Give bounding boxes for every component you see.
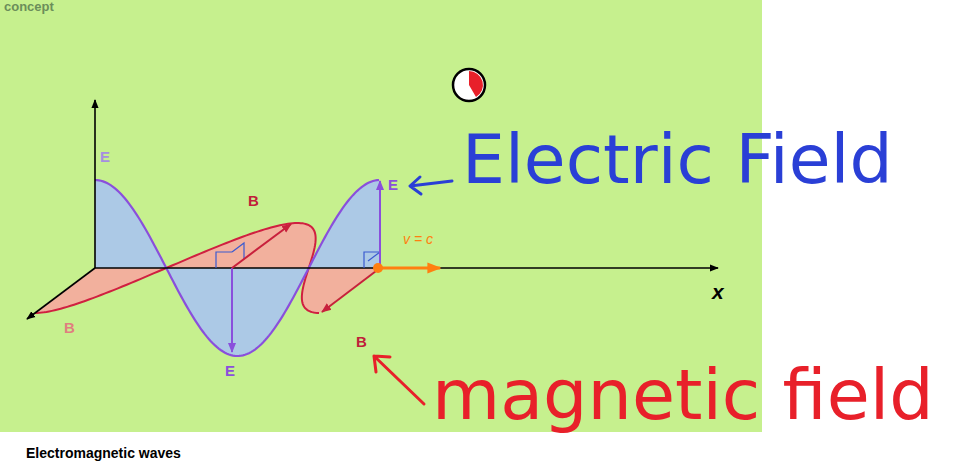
annotation-text: Electric Field [462, 126, 893, 194]
annotation-arrow [374, 356, 424, 404]
e-label: E [388, 177, 398, 194]
panel-tag: concept [4, 0, 54, 14]
figure-caption: Electromagnetic waves [26, 446, 181, 461]
speed-label: v = c [403, 232, 433, 247]
y-axis [27, 268, 95, 319]
e-label: E [225, 363, 235, 380]
z-axis [94, 100, 96, 268]
velocity-arrow [378, 267, 440, 270]
timer-icon [453, 69, 485, 101]
b-label: B [356, 334, 367, 351]
annotation-text: magnetic field [432, 360, 934, 430]
wave-front-dot [373, 263, 383, 273]
e-vector [379, 181, 381, 268]
e-vector [231, 268, 233, 352]
timer-slice [469, 71, 483, 97]
right-angle-mark [368, 252, 380, 261]
right-angle-mark [232, 243, 244, 259]
b-vector [232, 224, 291, 268]
annotation-arrow [410, 177, 452, 194]
x-axis [95, 267, 718, 269]
axis-label: x [712, 280, 724, 303]
b-vector [322, 268, 380, 312]
right-angle-mark [216, 252, 232, 268]
e-label: E [100, 149, 110, 166]
b-label: B [248, 193, 259, 210]
b-label: B [64, 320, 75, 337]
